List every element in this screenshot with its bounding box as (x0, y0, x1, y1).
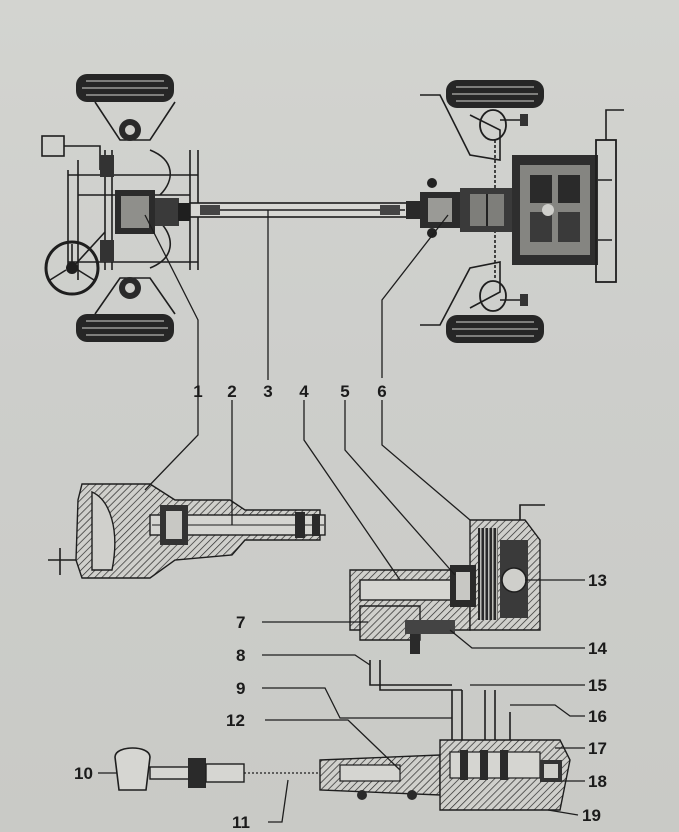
front-transaxle (115, 190, 190, 234)
leader-6-top (381, 214, 449, 378)
leader-1-top (144, 214, 199, 385)
leader-6 (381, 400, 471, 521)
steering-wheel (44, 231, 106, 296)
callout-15: 15 (588, 676, 607, 695)
engine (512, 109, 624, 283)
leader-9 (262, 687, 452, 719)
front-tire-bottom (76, 314, 174, 342)
callout-9: 9 (236, 679, 245, 698)
callout-18: 18 (588, 772, 607, 791)
rear-tire-top (446, 80, 544, 108)
callout-13: 13 (588, 571, 607, 590)
chassis-plan-view (41, 74, 624, 343)
leader-1 (144, 385, 199, 491)
rear-transaxle-section (349, 504, 545, 654)
callout-16: 16 (588, 707, 607, 726)
leader-8 (262, 654, 371, 666)
callout-8: 8 (236, 646, 245, 665)
callout-4: 4 (299, 382, 309, 401)
rear-transaxle (420, 188, 515, 232)
callout-labels: 1 2 3 4 5 6 7 8 9 10 11 12 13 14 15 16 1… (74, 382, 607, 832)
callout-11: 11 (232, 813, 250, 832)
leader-16 (510, 704, 585, 717)
front-tire-top (76, 74, 174, 102)
leader-5 (344, 400, 456, 576)
callout-1: 1 (193, 382, 202, 401)
callout-5: 5 (340, 382, 349, 401)
front-transaxle-section (48, 483, 326, 579)
leader-11 (268, 779, 289, 823)
callout-2: 2 (227, 382, 236, 401)
callout-12: 12 (226, 711, 245, 730)
front-frame (41, 101, 199, 315)
leader-12 (265, 719, 401, 771)
leader-14 (449, 629, 585, 649)
callout-3: 3 (263, 382, 272, 401)
callout-19: 19 (582, 806, 601, 825)
callout-17: 17 (588, 739, 607, 758)
callout-6: 6 (377, 382, 386, 401)
callout-7: 7 (236, 613, 245, 632)
leader-19 (547, 809, 579, 816)
rear-tire-bottom (446, 315, 544, 343)
callout-14: 14 (588, 639, 607, 658)
callout-10: 10 (74, 764, 93, 783)
drive-shaft-tube (189, 201, 420, 219)
leader-lines (98, 210, 585, 823)
gearshift-assembly (114, 660, 571, 811)
leader-4 (303, 400, 401, 581)
